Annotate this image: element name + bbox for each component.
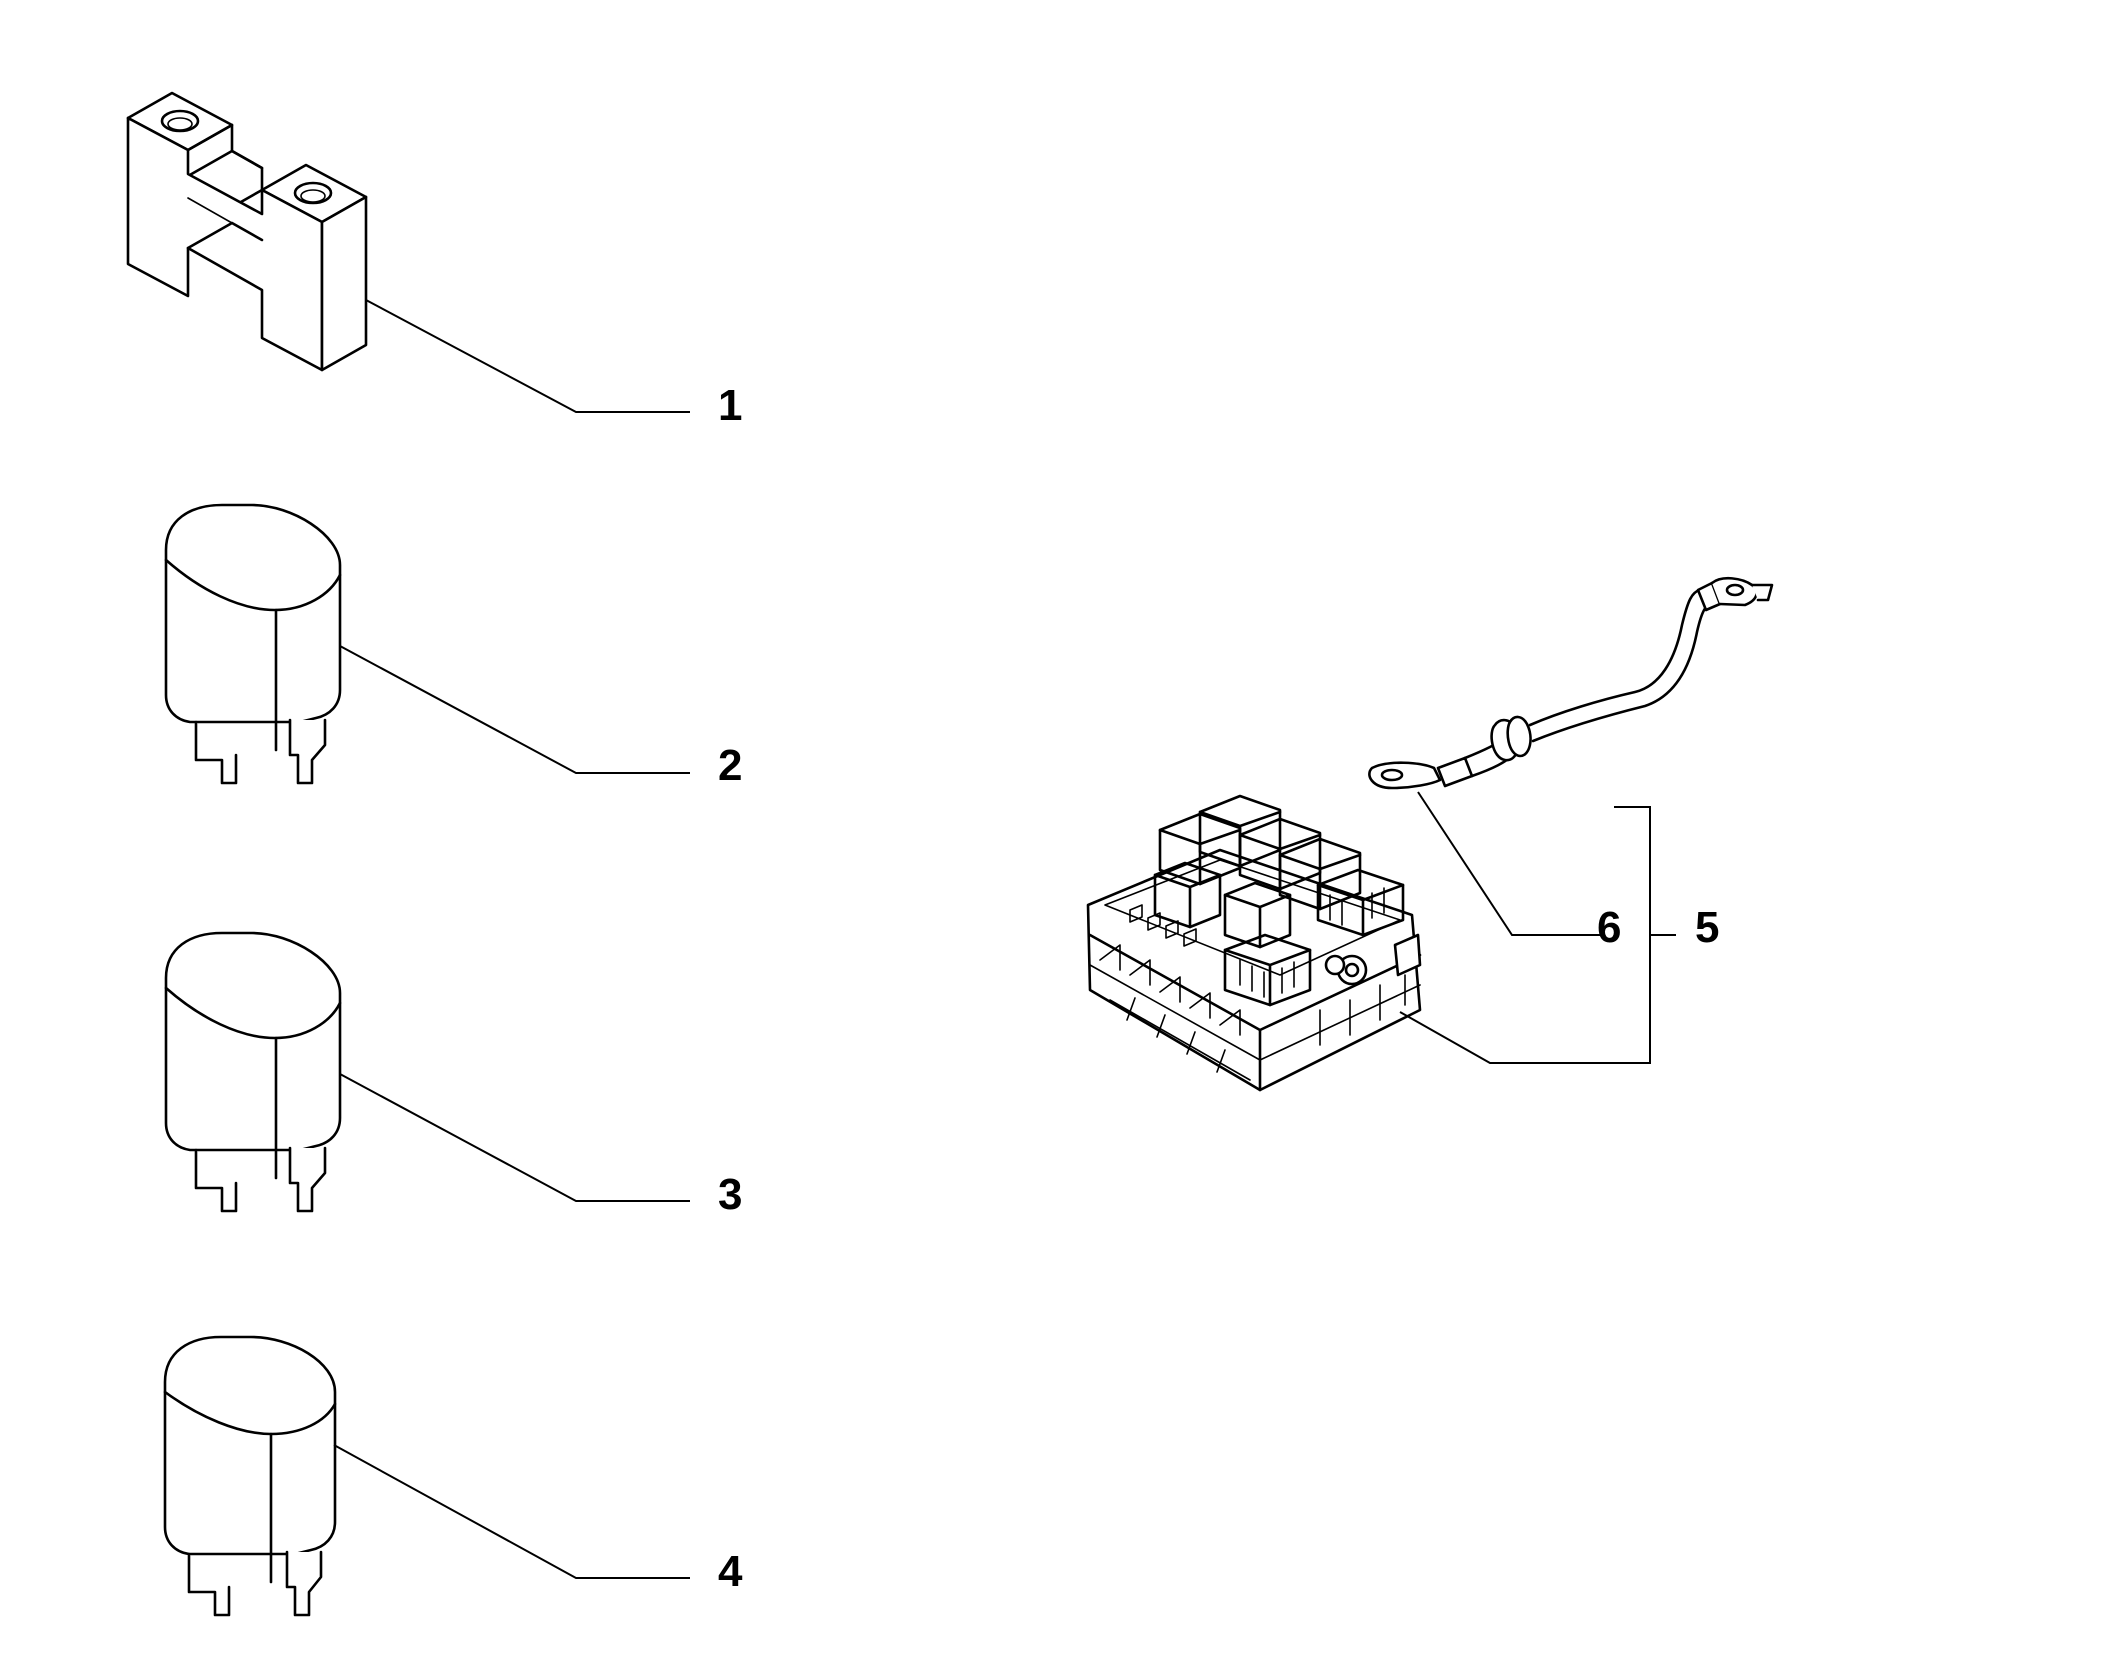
callout-6: 6 <box>1597 903 1621 952</box>
ground-cable-icon[interactable] <box>1368 576 1774 790</box>
callout-4: 4 <box>718 1547 743 1596</box>
relay-icon[interactable] <box>163 1335 337 1617</box>
leader-line-4 <box>333 1444 690 1579</box>
leader-line-1 <box>365 299 690 413</box>
h-shaped-fuse-icon[interactable] <box>126 91 368 372</box>
callout-2: 2 <box>718 741 742 790</box>
leader-line-2 <box>339 645 690 774</box>
leader-line-3 <box>339 1073 690 1202</box>
relay-icon[interactable] <box>164 931 342 1213</box>
callout-5: 5 <box>1695 903 1719 952</box>
callout-1: 1 <box>718 381 742 430</box>
bracket-5 <box>1399 806 1651 1064</box>
fuse-box-icon[interactable] <box>1086 794 1422 1092</box>
callout-3: 3 <box>718 1170 742 1219</box>
relay-icon[interactable] <box>164 503 342 785</box>
leader-line-6 <box>1417 791 1600 936</box>
